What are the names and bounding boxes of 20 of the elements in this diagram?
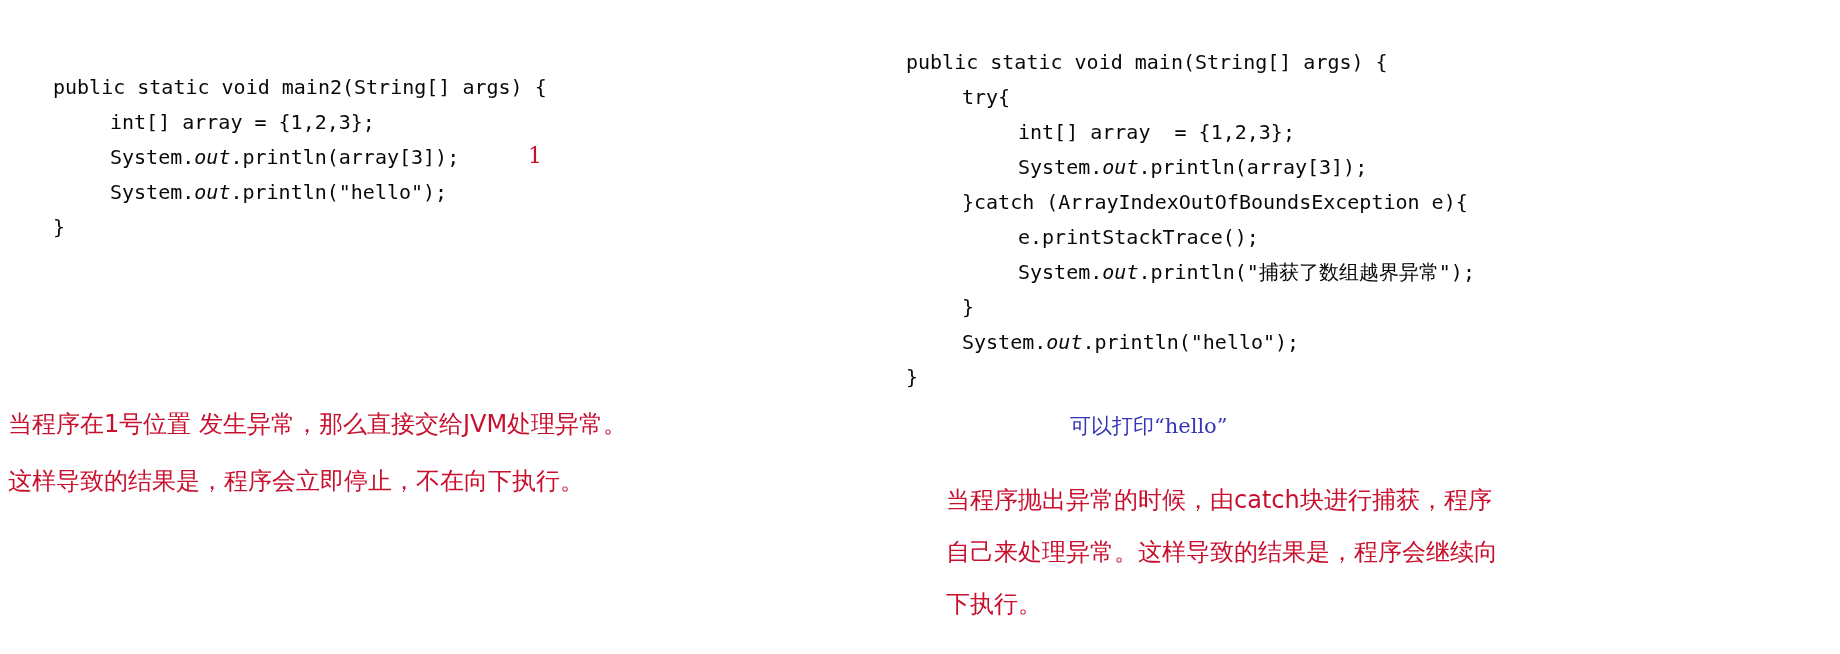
output-note: 可以打印“hello” bbox=[1070, 413, 1228, 440]
code-line: int[] array = {1,2,3}; bbox=[110, 109, 375, 136]
code-line: e.printStackTrace(); bbox=[1018, 224, 1259, 251]
code-line: int[] array = {1,2,3}; bbox=[1018, 119, 1295, 146]
explanation-text: 这样导致的结果是，程序会立即停止，不在向下执行。 bbox=[8, 466, 584, 497]
code-line: } bbox=[906, 364, 919, 391]
step-number: 1 bbox=[528, 142, 542, 170]
code-line: System.out.println(array[3]); bbox=[110, 144, 460, 171]
explanation-text: 当程序在1号位置 发生异常，那么直接交给JVM处理异常。 bbox=[8, 409, 628, 440]
code-line: System.out.println("捕获了数组越界异常"); bbox=[1018, 259, 1475, 286]
code-line: }catch (ArrayIndexOutOfBoundsException e){ bbox=[962, 189, 1468, 216]
code-line: try{ bbox=[962, 84, 1011, 111]
code-line: public static void main2(String[] args) { bbox=[53, 74, 547, 101]
explanation-text: 当程序抛出异常的时候，由catch块进行捕获，程序自己来处理异常。这样导致的结果是，程序会继续向下执行。 bbox=[946, 485, 1499, 620]
code-line: System.out.println(array[3]); bbox=[1018, 154, 1368, 181]
code-line: } bbox=[962, 294, 975, 321]
code-line: public static void main(String[] args) { bbox=[906, 49, 1388, 76]
code-line: System.out.println("hello"); bbox=[110, 179, 448, 206]
code-line: } bbox=[53, 214, 66, 241]
code-line: System.out.println("hello"); bbox=[962, 329, 1300, 356]
